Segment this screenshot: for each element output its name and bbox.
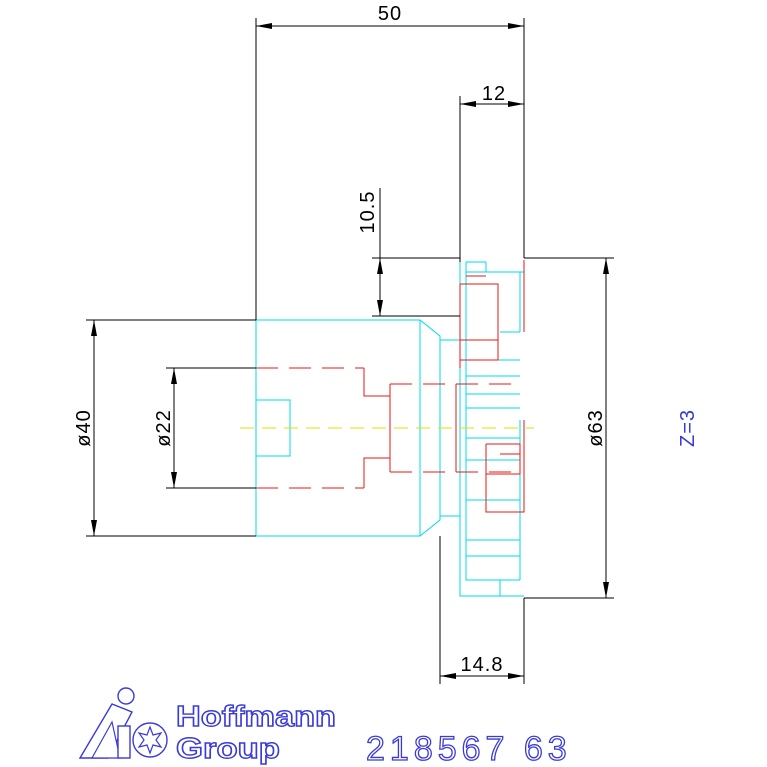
dimension-width-total: 50 <box>255 3 525 320</box>
part-number: 218567 63 <box>366 730 572 767</box>
teeth-count-label: Z=3 <box>677 409 699 447</box>
dimension-label-d22: ø22 <box>153 409 175 446</box>
logo-text-line2: Group <box>176 733 280 765</box>
dimension-label-d40: ø40 <box>73 409 95 446</box>
dimension-label-12: 12 <box>482 83 506 105</box>
dimension-diameter-cutter: ø63 <box>524 257 614 599</box>
dimension-label-14-8: 14.8 <box>461 654 504 676</box>
logo-text-line1: Hoffmann <box>176 701 336 733</box>
dimension-label-d63: ø63 <box>585 409 607 446</box>
dimension-diameter-bore: ø40 <box>73 319 256 537</box>
bore-hidden-lines <box>256 367 520 489</box>
dimension-width-front: 12 <box>459 83 524 262</box>
logo-mark-icon <box>78 687 168 759</box>
dimension-diameter-keyway: ø22 <box>153 367 256 489</box>
dimension-width-body: 14.8 <box>439 536 525 684</box>
cutting-inserts <box>459 260 525 513</box>
dimension-label-10-5: 10.5 <box>357 191 379 234</box>
dimension-height-step: 10.5 <box>357 188 460 317</box>
hoffmann-group-logo: Hoffmann Group <box>78 687 337 766</box>
dimension-label-50: 50 <box>378 3 402 25</box>
